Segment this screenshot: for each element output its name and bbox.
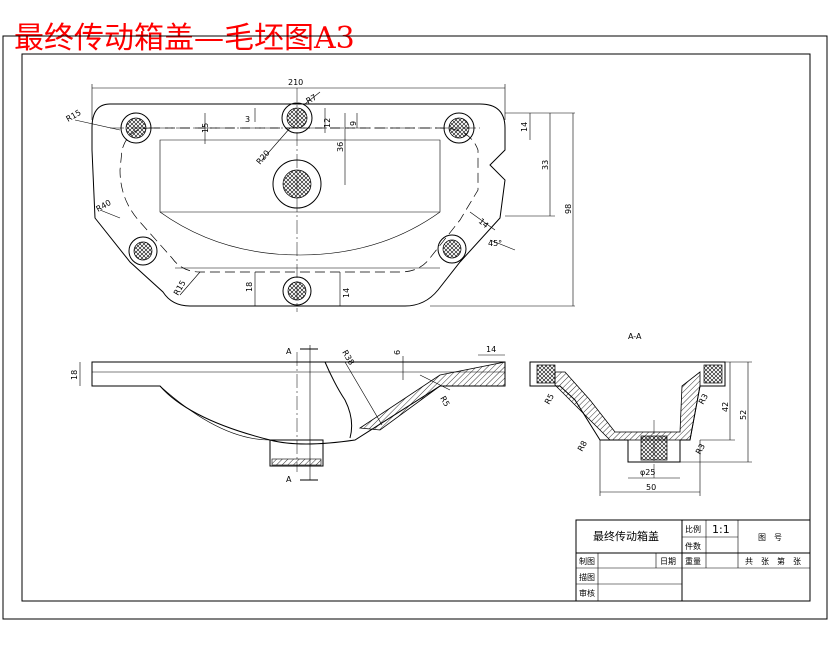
quantity-label: 件数 xyxy=(685,541,701,551)
dim-15: 15 xyxy=(201,123,210,133)
dim-18: 18 xyxy=(245,282,254,292)
top-view-bolt-holes xyxy=(120,102,475,306)
dim-18-front: 18 xyxy=(70,370,79,380)
dim-14-top-right: 14 xyxy=(520,122,529,132)
dim-98: 98 xyxy=(564,204,573,214)
dim-r20: R20 xyxy=(255,148,272,166)
section-label: A-A xyxy=(628,332,642,341)
dim-50: 50 xyxy=(646,483,656,492)
section-wall-hatch xyxy=(554,371,701,441)
sheet-info: 共 张 第 张 xyxy=(745,556,801,566)
top-view: 210 R15 R7 3 15 12 9 R20 36 33 98 14 14 … xyxy=(65,78,575,312)
part-name: 最终传动箱盖 xyxy=(593,529,659,543)
dim-9: 9 xyxy=(349,121,358,126)
title-block: 最终传动箱盖 比例 1:1 件数 重量 图 号 共 张 第 张 制图 日期 描图… xyxy=(575,519,811,602)
dim-r5-section: R5 xyxy=(543,392,556,406)
scale-label: 比例 xyxy=(685,524,701,534)
section-a-a: A-A R5 R3 R3 42 52 R8 φ25 50 xyxy=(529,332,752,496)
dim-42: 42 xyxy=(721,402,730,412)
section-mark-a-bottom: A xyxy=(286,475,292,484)
drawn-by-label: 制图 xyxy=(579,556,595,566)
dim-r8: R8 xyxy=(576,439,589,453)
dim-r38: R38 xyxy=(340,349,356,367)
drawing-title: 最终传动箱盖—毛坯图A3 xyxy=(14,21,355,56)
front-view-wall-section xyxy=(358,361,506,431)
front-view: A A R38 6 14 18 R5 xyxy=(70,345,506,484)
top-view-cavity xyxy=(159,139,441,256)
dim-6: 6 xyxy=(393,350,402,355)
sheet-inner-border xyxy=(21,53,811,602)
dim-14-front: 14 xyxy=(486,345,496,354)
section-mark-a-top: A xyxy=(286,347,292,356)
dim-36: 36 xyxy=(336,142,345,152)
dim-r3-lower: R3 xyxy=(694,442,707,456)
top-view-outline xyxy=(91,103,506,307)
dim-14-bottom: 14 xyxy=(342,288,351,298)
dim-phi25: φ25 xyxy=(640,468,655,477)
dim-210: 210 xyxy=(288,78,303,87)
top-view-inner-outline xyxy=(119,127,479,273)
dim-45deg: 45° xyxy=(488,239,502,248)
dim-33: 33 xyxy=(541,160,550,170)
date-label: 日期 xyxy=(660,557,676,566)
scale-value: 1:1 xyxy=(712,523,730,536)
drawing-number-label: 图 号 xyxy=(758,533,782,542)
dim-12: 12 xyxy=(323,118,332,128)
front-view-boss-section xyxy=(271,458,322,466)
weight-label: 重量 xyxy=(685,556,701,566)
dim-52: 52 xyxy=(739,410,748,420)
reviewed-label: 审核 xyxy=(579,588,595,598)
sheet-outer-border xyxy=(2,35,828,620)
dim-3: 3 xyxy=(245,115,250,124)
dim-r5-front: R5 xyxy=(438,395,451,409)
drafted-label: 描图 xyxy=(579,572,595,582)
dim-r15-bottom: R15 xyxy=(172,279,188,297)
